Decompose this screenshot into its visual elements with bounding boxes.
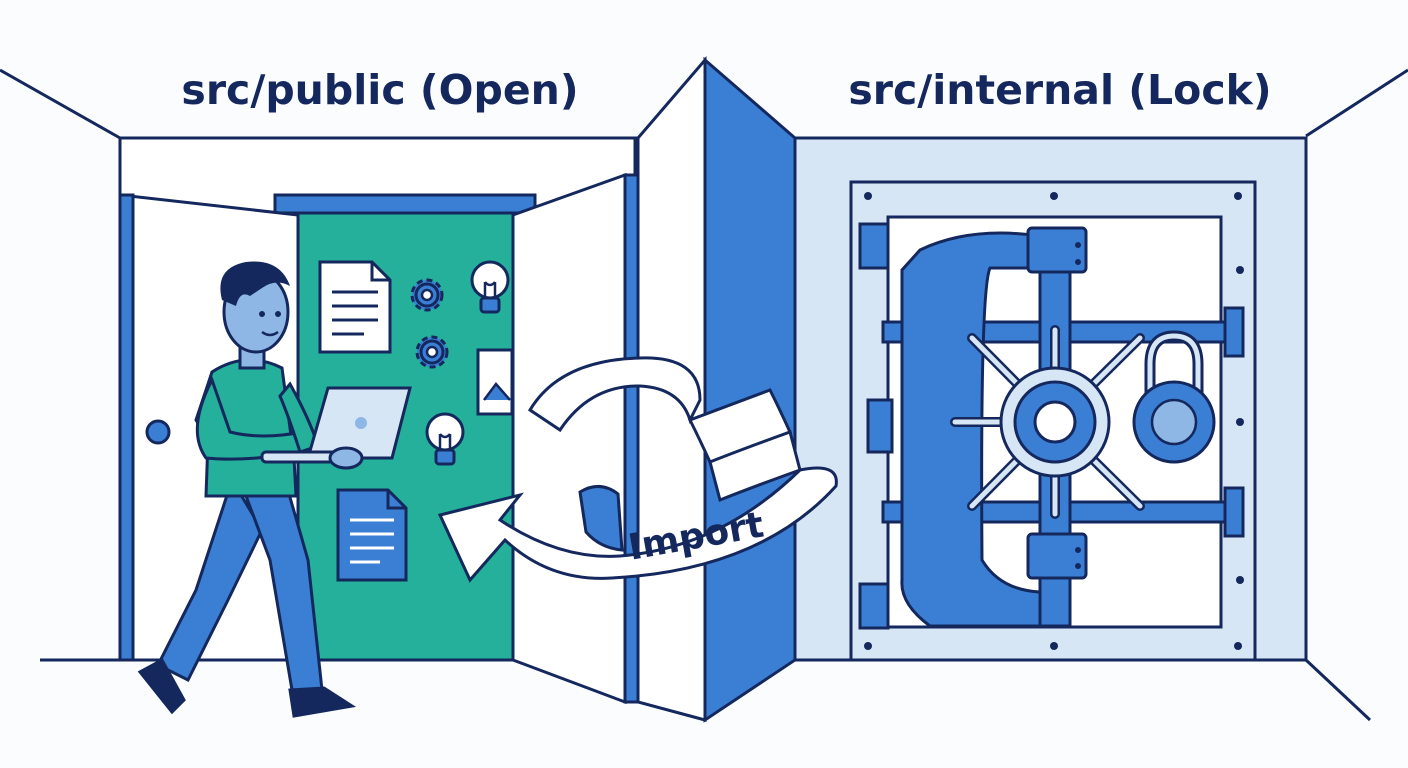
laptop-icon [260,386,412,470]
gear-icon [415,335,449,369]
vault-rivets [864,192,1244,650]
vault-wheel-icon [950,325,1145,519]
public-folder-title: src/public (Open) [181,66,579,114]
document-icon [336,488,408,582]
door-knob-icon [145,419,171,445]
vault-door [849,180,1257,662]
import-arrow [437,356,838,583]
developer-person [137,261,357,718]
image-file-icon [476,348,514,416]
internal-folder-title: src/internal (Lock) [848,66,1272,114]
document-icon [318,260,392,354]
gear-icon [410,278,444,312]
open-right-door [511,172,640,705]
padlock-icon [1132,330,1216,464]
